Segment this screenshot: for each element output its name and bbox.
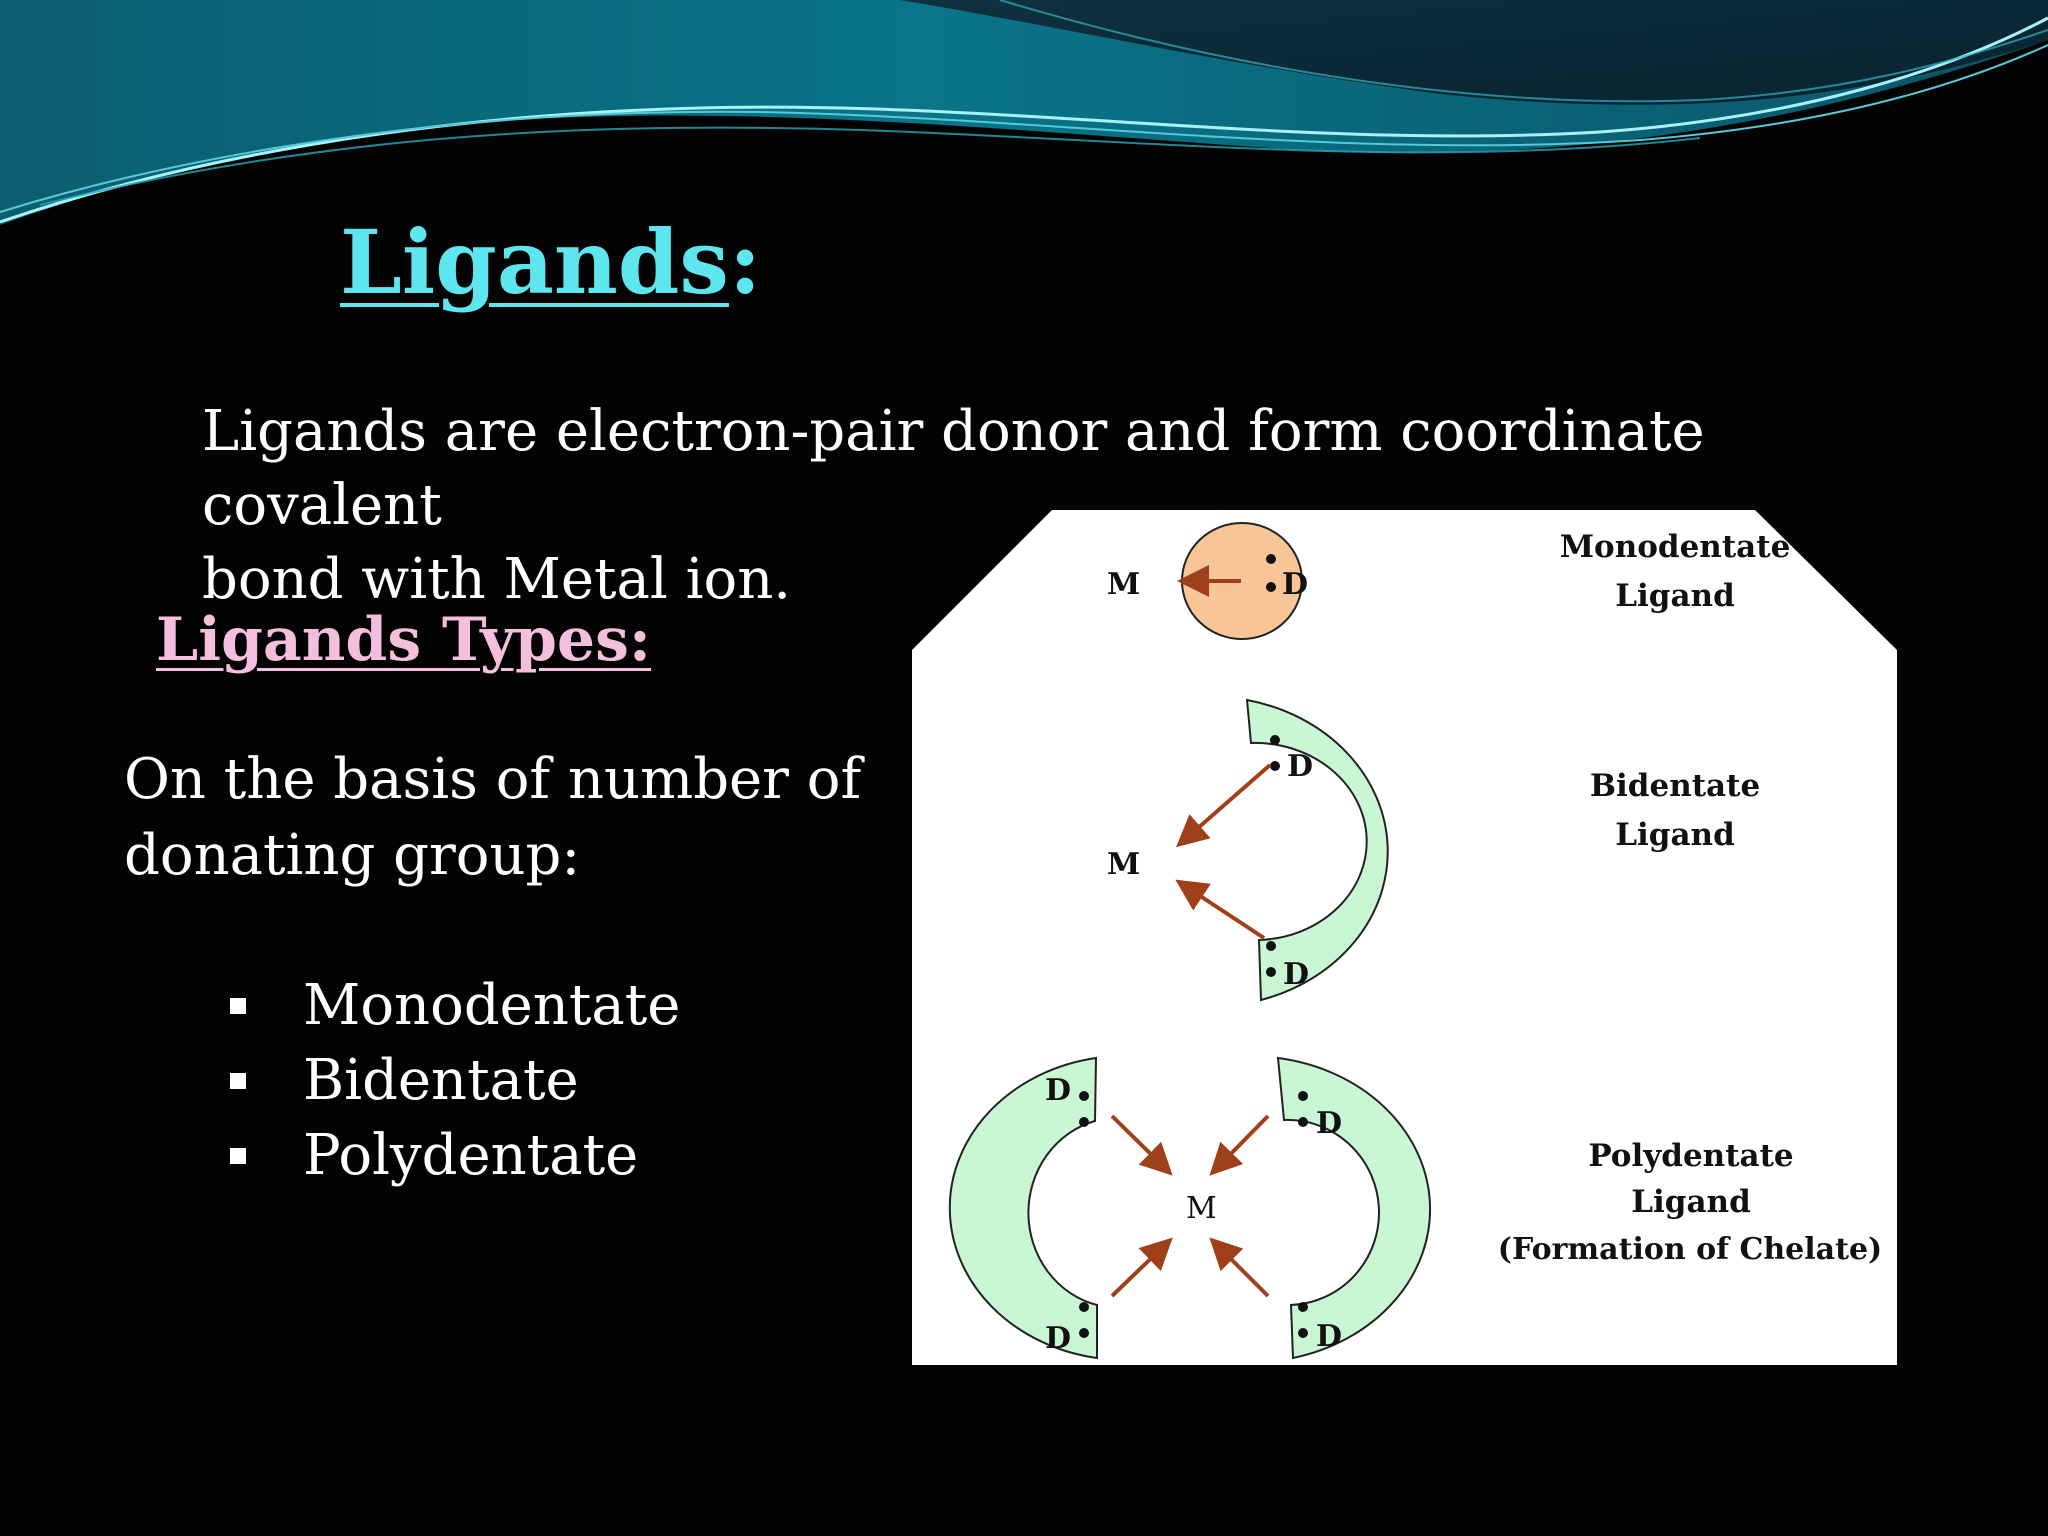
chelate-ligand-right (1276, 1056, 1432, 1360)
list-item-label: Polydentate (303, 1123, 639, 1188)
square-bullet-icon (230, 1148, 246, 1164)
metal-label: M (1107, 567, 1140, 602)
lone-pair-dot (1266, 941, 1276, 951)
ligand-diagram: D M Monodentate Ligand D D M Bidentate L… (912, 510, 1897, 1365)
lone-pair-dot (1270, 761, 1280, 771)
title-text: Ligands (340, 210, 729, 314)
basis-line-1: On the basis of number of (124, 747, 862, 812)
slide-title: Ligands: (340, 210, 761, 316)
square-bullet-icon (230, 998, 246, 1014)
basis-line-2: donating group: (124, 823, 581, 888)
wave-banner (0, 0, 2048, 225)
lone-pair-dot (1079, 1328, 1089, 1338)
lone-pair-dot (1079, 1302, 1089, 1312)
arrow (1209, 1237, 1270, 1298)
mono-label-line-2: Ligand (1615, 578, 1735, 614)
ligand-type-list: Monodentate Bidentate Polydentate (228, 968, 680, 1193)
lone-pair-dot (1266, 967, 1276, 977)
lone-pair-dot (1298, 1091, 1308, 1101)
intro-line-2: bond with Metal ion. (202, 547, 792, 612)
list-item-bidentate: Bidentate (228, 1043, 680, 1118)
square-bullet-icon (230, 1073, 246, 1089)
lone-pair-dot (1079, 1091, 1089, 1101)
donor-label: D (1282, 567, 1308, 602)
bi-label-line-1: Bidentate (1590, 768, 1760, 804)
list-item-label: Monodentate (303, 973, 681, 1038)
donor-label: D (1283, 957, 1309, 992)
intro-text: Ligands are electron-pair donor and form… (202, 395, 1882, 617)
arrow (1110, 1114, 1173, 1176)
monodentate-group: D M Monodentate Ligand (1107, 522, 1791, 640)
intro-line-1: Ligands are electron-pair donor and form… (202, 399, 1705, 538)
bidentate-group: D D M Bidentate Ligand (1107, 698, 1760, 1002)
arrow (1110, 1237, 1173, 1298)
lone-pair-dot (1298, 1328, 1308, 1338)
list-item-monodentate: Monodentate (228, 968, 680, 1043)
polydentate-group: D D D D M Polydentate Ligand (Formation … (948, 1056, 1882, 1360)
list-item-polydentate: Polydentate (228, 1118, 680, 1193)
arrow (1175, 879, 1266, 940)
arrow (1175, 763, 1272, 848)
mono-label-line-1: Monodentate (1560, 529, 1791, 565)
lone-pair-dot (1079, 1117, 1089, 1127)
donor-label: D (1287, 749, 1313, 784)
lone-pair-dot (1266, 554, 1276, 564)
lone-pair-dot (1266, 582, 1276, 592)
poly-label-line-2: Ligand (1631, 1184, 1751, 1220)
lone-pair-dot (1298, 1302, 1308, 1312)
title-colon: : (728, 210, 762, 314)
bi-label-line-2: Ligand (1615, 817, 1735, 853)
metal-label: M (1186, 1191, 1217, 1226)
bidentate-ligand (1245, 698, 1389, 1002)
chelate-ligand-left (948, 1056, 1098, 1360)
lone-pair-dot (1270, 735, 1280, 745)
list-item-label: Bidentate (303, 1048, 579, 1113)
basis-text: On the basis of number of donating group… (124, 742, 884, 894)
poly-label-line-3: (Formation of Chelate) (1498, 1232, 1882, 1267)
metal-label: M (1107, 847, 1140, 882)
donor-label: D (1316, 1106, 1342, 1141)
arrow (1209, 1114, 1270, 1176)
poly-label-line-1: Polydentate (1588, 1138, 1793, 1174)
donor-label: D (1316, 1319, 1342, 1354)
ligand-types-heading: Ligands Types: (156, 605, 652, 675)
donor-label: D (1045, 1073, 1071, 1108)
lone-pair-dot (1298, 1117, 1308, 1127)
donor-label: D (1045, 1321, 1071, 1356)
